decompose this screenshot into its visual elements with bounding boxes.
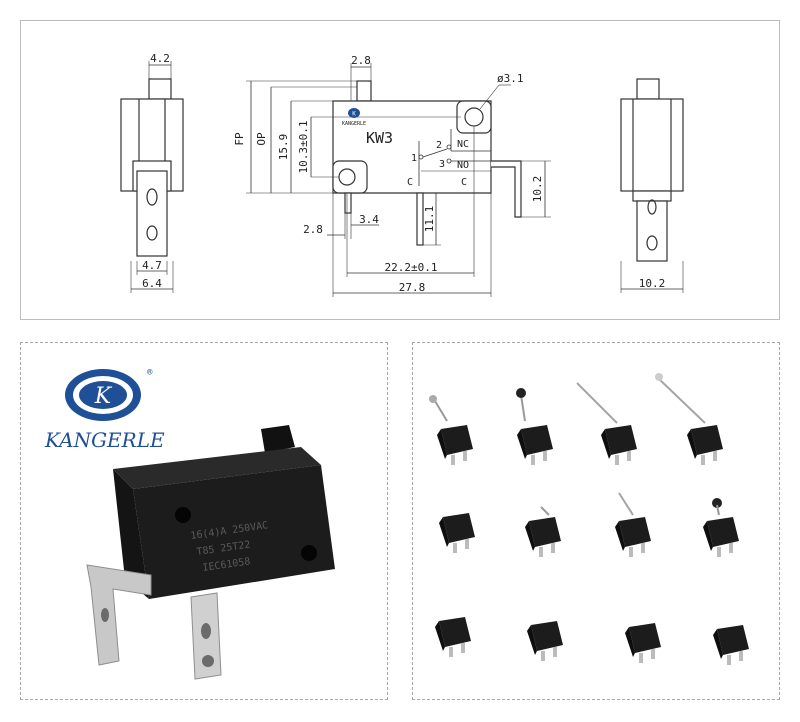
dim-terminal-length: 11.1 xyxy=(423,206,436,233)
dim-height: 15.9 xyxy=(277,134,290,161)
pin-nc-label: NC xyxy=(457,139,469,150)
variant-9 xyxy=(435,617,471,657)
pin-c-right-label: C xyxy=(461,177,467,188)
variants-panel xyxy=(412,342,780,700)
drawing-brand-name: KANGERLE xyxy=(342,121,366,127)
pin-nc-number: 2 xyxy=(436,140,442,151)
technical-drawing: K KANGERLE 4.2 4.7 6.4 2.8 ø3.1 FP OP 15… xyxy=(120,52,684,297)
left-side-view xyxy=(120,61,184,293)
technical-drawing-panel: K KANGERLE 4.2 4.7 6.4 2.8 ø3.1 FP OP 15… xyxy=(20,20,780,320)
variant-4 xyxy=(655,373,723,465)
dim-terminal-width: 4.7 xyxy=(142,259,162,272)
product-photo-panel: K ® KANGERLE 16(4)A 250VAC T85 25T22 IEC… xyxy=(20,342,388,700)
dim-hole-offset: 2.8 xyxy=(303,223,323,236)
dim-mount-height: 10.3±0.1 xyxy=(297,121,310,174)
dim-terminal-offset: 3.4 xyxy=(359,213,379,226)
variant-12 xyxy=(713,625,749,665)
right-side-view xyxy=(620,78,684,293)
kangerle-logo: K ® KANGERLE xyxy=(44,368,165,452)
model-label: KW3 xyxy=(366,129,393,147)
pin-c-number: 1 xyxy=(411,153,417,164)
pin-no-number: 3 xyxy=(439,159,445,170)
logo-letter: K xyxy=(94,384,113,409)
variant-8 xyxy=(703,498,739,557)
dim-lever-height: 10.2 xyxy=(531,176,544,203)
dim-top-width: 4.2 xyxy=(150,52,170,65)
variant-grid xyxy=(429,373,749,665)
brand-name: KANGERLE xyxy=(44,428,165,452)
dim-plunger-offset: 2.8 xyxy=(351,54,371,67)
pin-no-label: NO xyxy=(457,160,469,171)
variant-3 xyxy=(576,382,637,465)
pin-c-left-label: C xyxy=(407,177,413,188)
product-photo: K ® KANGERLE 16(4)A 250VAC T85 25T22 IEC… xyxy=(44,368,335,680)
drawing-logo-letter: K xyxy=(352,111,356,118)
variant-6 xyxy=(525,506,561,557)
variant-7 xyxy=(615,492,651,557)
front-view xyxy=(246,63,551,297)
variant-2 xyxy=(516,388,553,465)
dim-op-label: OP xyxy=(255,132,268,146)
dim-hole-spacing: 22.2±0.1 xyxy=(385,261,438,274)
dim-overall-length: 27.8 xyxy=(399,281,426,294)
microswitch-photo: 16(4)A 250VAC T85 25T22 IEC61058 xyxy=(86,425,335,680)
drawing-brand-logo: K KANGERLE xyxy=(342,108,366,127)
dim-body-width: 6.4 xyxy=(142,277,162,290)
variant-11 xyxy=(625,623,661,663)
dim-hole-diameter: ø3.1 xyxy=(497,72,524,85)
registered-mark: ® xyxy=(147,368,153,378)
variant-5 xyxy=(439,513,475,553)
variant-1 xyxy=(429,395,473,465)
dim-fp-label: FP xyxy=(233,132,246,146)
variant-10 xyxy=(527,621,563,661)
dim-side-width: 10.2 xyxy=(639,277,666,290)
